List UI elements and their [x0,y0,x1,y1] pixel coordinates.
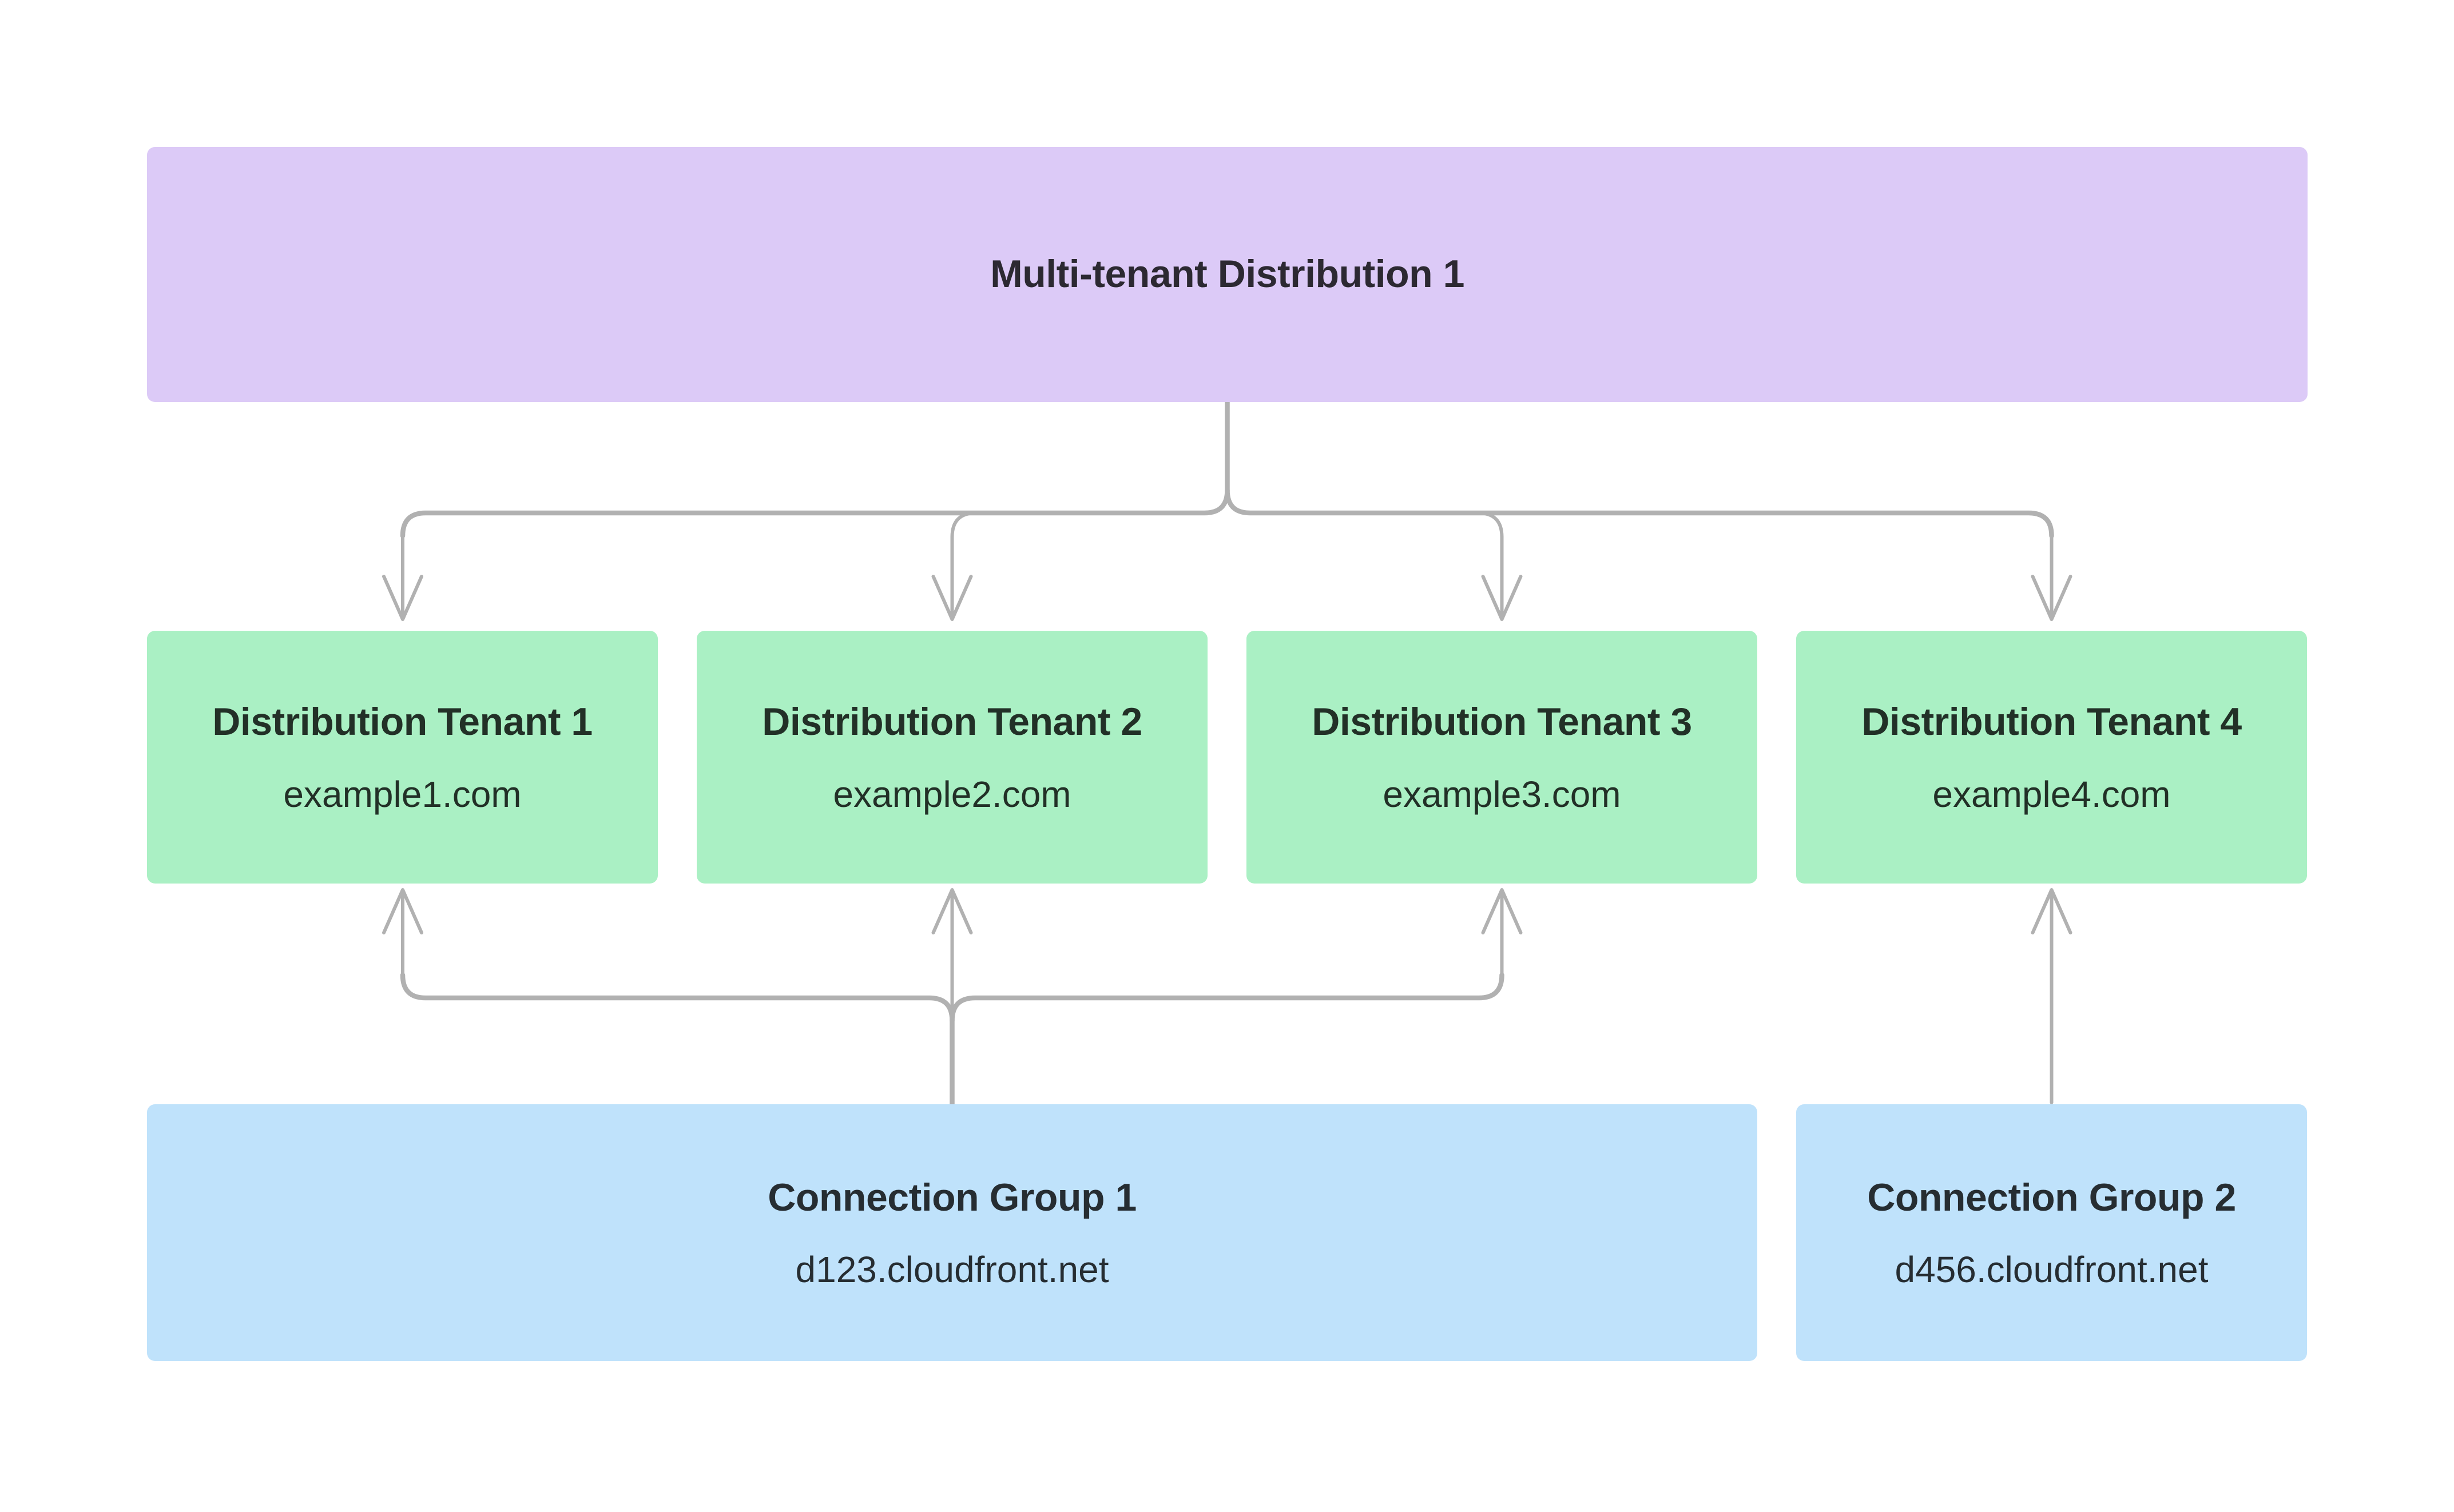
edge-root-trunk-right [1225,487,2054,539]
node-title: Connection Group 2 [1867,1175,2236,1219]
node-connection-group-2: Connection Group 2 d456.cloudfront.net [1796,1104,2307,1361]
node-subtitle: d456.cloudfront.net [1895,1249,2209,1291]
arrow-down-icon [931,575,973,621]
node-subtitle: example4.com [1932,773,2171,815]
node-title: Distribution Tenant 2 [762,700,1142,744]
node-title: Distribution Tenant 3 [1312,700,1692,744]
node-subtitle: example2.com [833,773,1071,815]
node-distribution-tenant-2: Distribution Tenant 2 example2.com [697,631,1208,884]
node-subtitle: example1.com [283,773,522,815]
arrow-down-icon [382,575,423,621]
node-distribution-tenant-3: Distribution Tenant 3 example3.com [1246,631,1757,884]
node-subtitle: example3.com [1383,773,1621,815]
arrow-down-icon [2031,575,2072,621]
node-connection-group-1: Connection Group 1 d123.cloudfront.net [147,1104,1757,1361]
node-multi-tenant-distribution-1: Multi-tenant Distribution 1 [147,147,2308,402]
arrow-up-icon [931,888,973,934]
node-subtitle: d123.cloudfront.net [795,1249,1109,1291]
node-title: Distribution Tenant 1 [212,700,593,744]
node-title: Distribution Tenant 4 [1861,700,2242,744]
edge-cg1-trunk-left [400,972,955,1107]
edge-drop-tenant-3 [1476,511,1504,618]
edge-cg1-trunk-right [950,972,1504,1024]
node-distribution-tenant-4: Distribution Tenant 4 example4.com [1796,631,2307,884]
arrow-up-icon [382,888,423,934]
node-distribution-tenant-1: Distribution Tenant 1 example1.com [147,631,658,884]
edge-root-trunk-left [400,399,1230,539]
arrow-down-icon [1481,575,1523,621]
arrow-up-icon [2031,888,2072,934]
arrow-up-icon [1481,888,1523,934]
edge-drop-tenant-2 [950,511,978,618]
node-title: Multi-tenant Distribution 1 [990,252,1464,296]
node-title: Connection Group 1 [768,1175,1137,1219]
